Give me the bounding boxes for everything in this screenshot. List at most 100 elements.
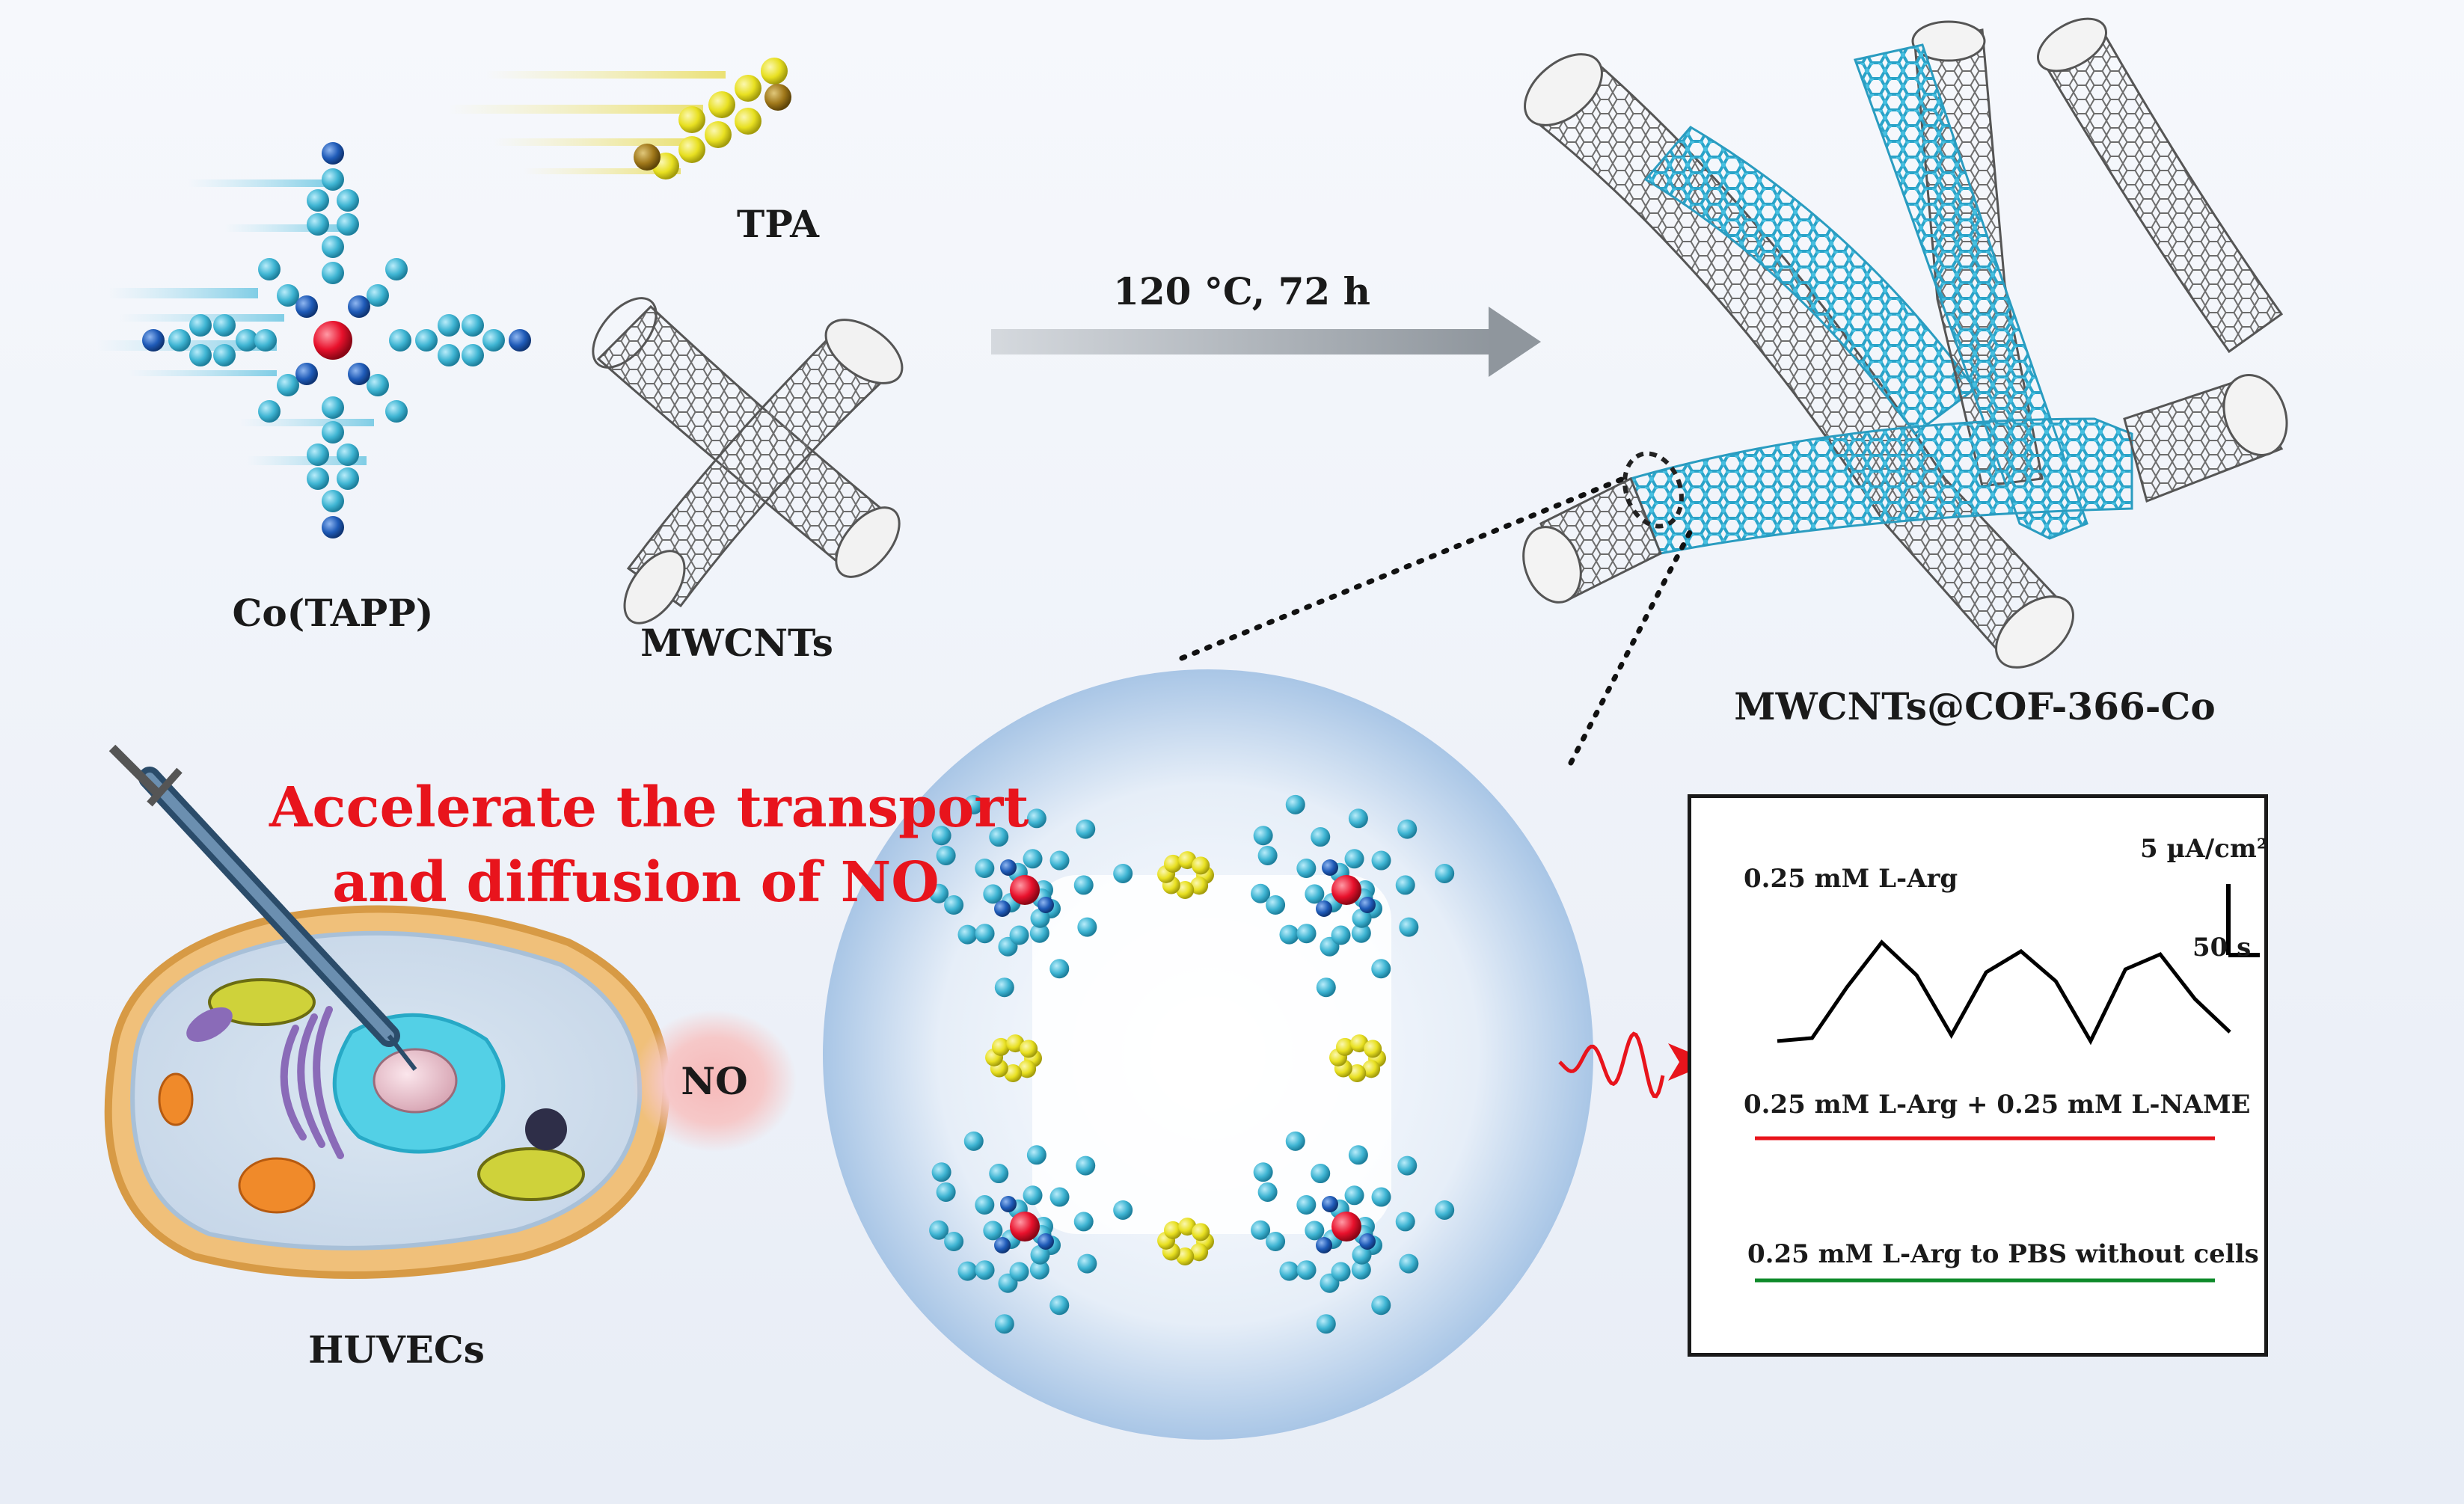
series-label-l-arg-l-name: 0.25 mM L-Arg + 0.25 mM L-NAME <box>1744 1090 2251 1120</box>
cof-linker-atom <box>1176 880 1195 899</box>
cof-nitrogen-atom <box>994 1237 1011 1253</box>
cof-cyan-atom <box>1030 1244 1050 1265</box>
cof-cyan-atom <box>1348 808 1368 829</box>
cof-cyan-atom <box>931 1162 951 1182</box>
cof-cyan-atom <box>983 1221 1003 1241</box>
cof-cyan-atom <box>929 1220 949 1240</box>
trace-l-arg <box>1777 939 2231 1046</box>
cof-cyan-atom <box>1049 1295 1070 1316</box>
cof-cyan-atom <box>1305 884 1325 904</box>
cof-cyan-atom <box>975 859 995 879</box>
tpa-molecule <box>449 58 791 179</box>
cof-cyan-atom <box>1266 895 1286 915</box>
cof-cyan-atom <box>1076 1155 1096 1176</box>
label-huvecs: HUVECs <box>308 1327 485 1372</box>
amperometric-response-panel: 0.25 mM L-Arg 0.25 mM L-Arg + 0.25 mM L-… <box>1688 794 2268 1357</box>
label-tpa: TPA <box>737 202 819 246</box>
cof-cyan-atom <box>1026 808 1046 829</box>
cof-cyan-atom <box>1113 1200 1133 1220</box>
cof-linker-atom <box>1336 1037 1355 1056</box>
no-emission-glow <box>632 1010 797 1152</box>
cof-cyan-atom <box>1077 917 1097 937</box>
series-label-l-arg: 0.25 mM L-Arg <box>1744 864 1958 894</box>
cof-linker-atom <box>1004 1063 1023 1082</box>
cof-cyan-atom <box>1352 1244 1372 1265</box>
cof-cyan-atom <box>989 1164 1009 1184</box>
series-label-pbs-no-cells: 0.25 mM L-Arg to PBS without cells <box>1747 1239 2259 1269</box>
tagline-line-2: and diffusion of NO <box>332 850 940 915</box>
cof-cyan-atom <box>1397 819 1418 839</box>
cof-cyan-atom <box>1371 850 1391 871</box>
scale-bar-current-label: 5 µA/cm² <box>2140 834 2268 864</box>
cof-framework-nodes <box>929 794 1455 1334</box>
reaction-arrow <box>991 307 1541 377</box>
cof-cyan-atom <box>1257 1182 1278 1202</box>
label-reaction-condition: 120 °C, 72 h <box>1113 269 1370 313</box>
cof-cyan-atom <box>994 1314 1014 1334</box>
cof-cyan-atom <box>1251 1220 1271 1240</box>
cof-cyan-atom <box>1331 1262 1351 1282</box>
cof-cyan-atom <box>1435 863 1455 883</box>
cof-nitrogen-atom <box>1316 1237 1332 1253</box>
cof-nitrogen-atom <box>1038 897 1054 913</box>
cof-cyan-atom <box>1113 863 1133 883</box>
cof-linker-atom <box>1176 1247 1195 1265</box>
cof-cyan-atom <box>1279 924 1299 945</box>
co-tapp-molecule <box>97 142 531 538</box>
cof-cyan-atom <box>1399 917 1419 937</box>
mwcnts-crossed-tubes <box>592 297 904 624</box>
cof-cyan-atom <box>1009 925 1029 945</box>
cof-cyan-atom <box>931 826 951 846</box>
cof-cyan-atom <box>936 845 956 865</box>
label-no: NO <box>681 1059 748 1103</box>
cof-cyan-atom <box>1352 908 1372 928</box>
cof-cyan-atom <box>1348 1145 1368 1165</box>
cof-cyan-atom <box>1316 1314 1336 1334</box>
cof-nitrogen-atom <box>1359 897 1376 913</box>
cof-cyan-atom <box>944 895 964 915</box>
cof-cyan-atom <box>994 977 1014 998</box>
tagline-line-1: Accelerate the transport <box>269 776 1029 840</box>
cof-nitrogen-atom <box>1000 1196 1017 1212</box>
cof-cyan-atom <box>1266 1232 1286 1252</box>
cof-cyan-atom <box>1331 925 1351 945</box>
cof-cobalt-atom <box>1331 875 1361 905</box>
cof-linker-atom <box>1364 1040 1382 1058</box>
cof-cyan-atom <box>975 1195 995 1215</box>
micro-pipette-probe <box>108 744 417 1071</box>
tagline-text: Accelerate the transport and diffusion o… <box>269 770 1029 920</box>
cof-cyan-atom <box>963 794 984 814</box>
cof-cyan-atom <box>1311 1164 1331 1184</box>
response-plot <box>1755 884 2260 1283</box>
cobalt-center-atom <box>313 321 352 360</box>
cof-nitrogen-atom <box>1038 1233 1054 1250</box>
cof-cyan-atom <box>1395 875 1415 895</box>
cof-cyan-atom <box>1399 1253 1419 1274</box>
cof-linker-atom <box>1164 854 1183 873</box>
cof-nitrogen-atom <box>994 900 1011 917</box>
cof-linker-atom <box>1164 1221 1183 1239</box>
cof-cyan-atom <box>944 1232 964 1252</box>
cof-cyan-atom <box>1251 883 1271 903</box>
cof-cyan-atom <box>1257 845 1278 865</box>
cof-cyan-atom <box>1344 1185 1364 1206</box>
label-mwcnts: MWCNTs <box>640 621 833 665</box>
cof-nitrogen-atom <box>1359 1233 1376 1250</box>
cof-cyan-atom <box>936 1182 956 1202</box>
cof-linker-atom <box>1190 1243 1209 1262</box>
cof-cyan-atom <box>1285 794 1305 814</box>
cof-linker-atom <box>1192 856 1210 875</box>
cof-cyan-atom <box>1296 1195 1317 1215</box>
cof-cyan-atom <box>1371 959 1391 979</box>
cof-cyan-atom <box>1351 923 1371 943</box>
cof-cyan-atom <box>1316 977 1336 998</box>
cof-cyan-atom <box>1397 1155 1418 1176</box>
cof-cyan-atom <box>929 883 949 903</box>
scale-bar-time-label: 50 s <box>2192 933 2252 963</box>
label-product: MWCNTs@COF-366-Co <box>1734 684 2216 728</box>
cof-cyan-atom <box>1311 827 1331 847</box>
cof-cyan-atom <box>1279 1261 1299 1281</box>
cof-cyan-atom <box>1351 1259 1371 1280</box>
